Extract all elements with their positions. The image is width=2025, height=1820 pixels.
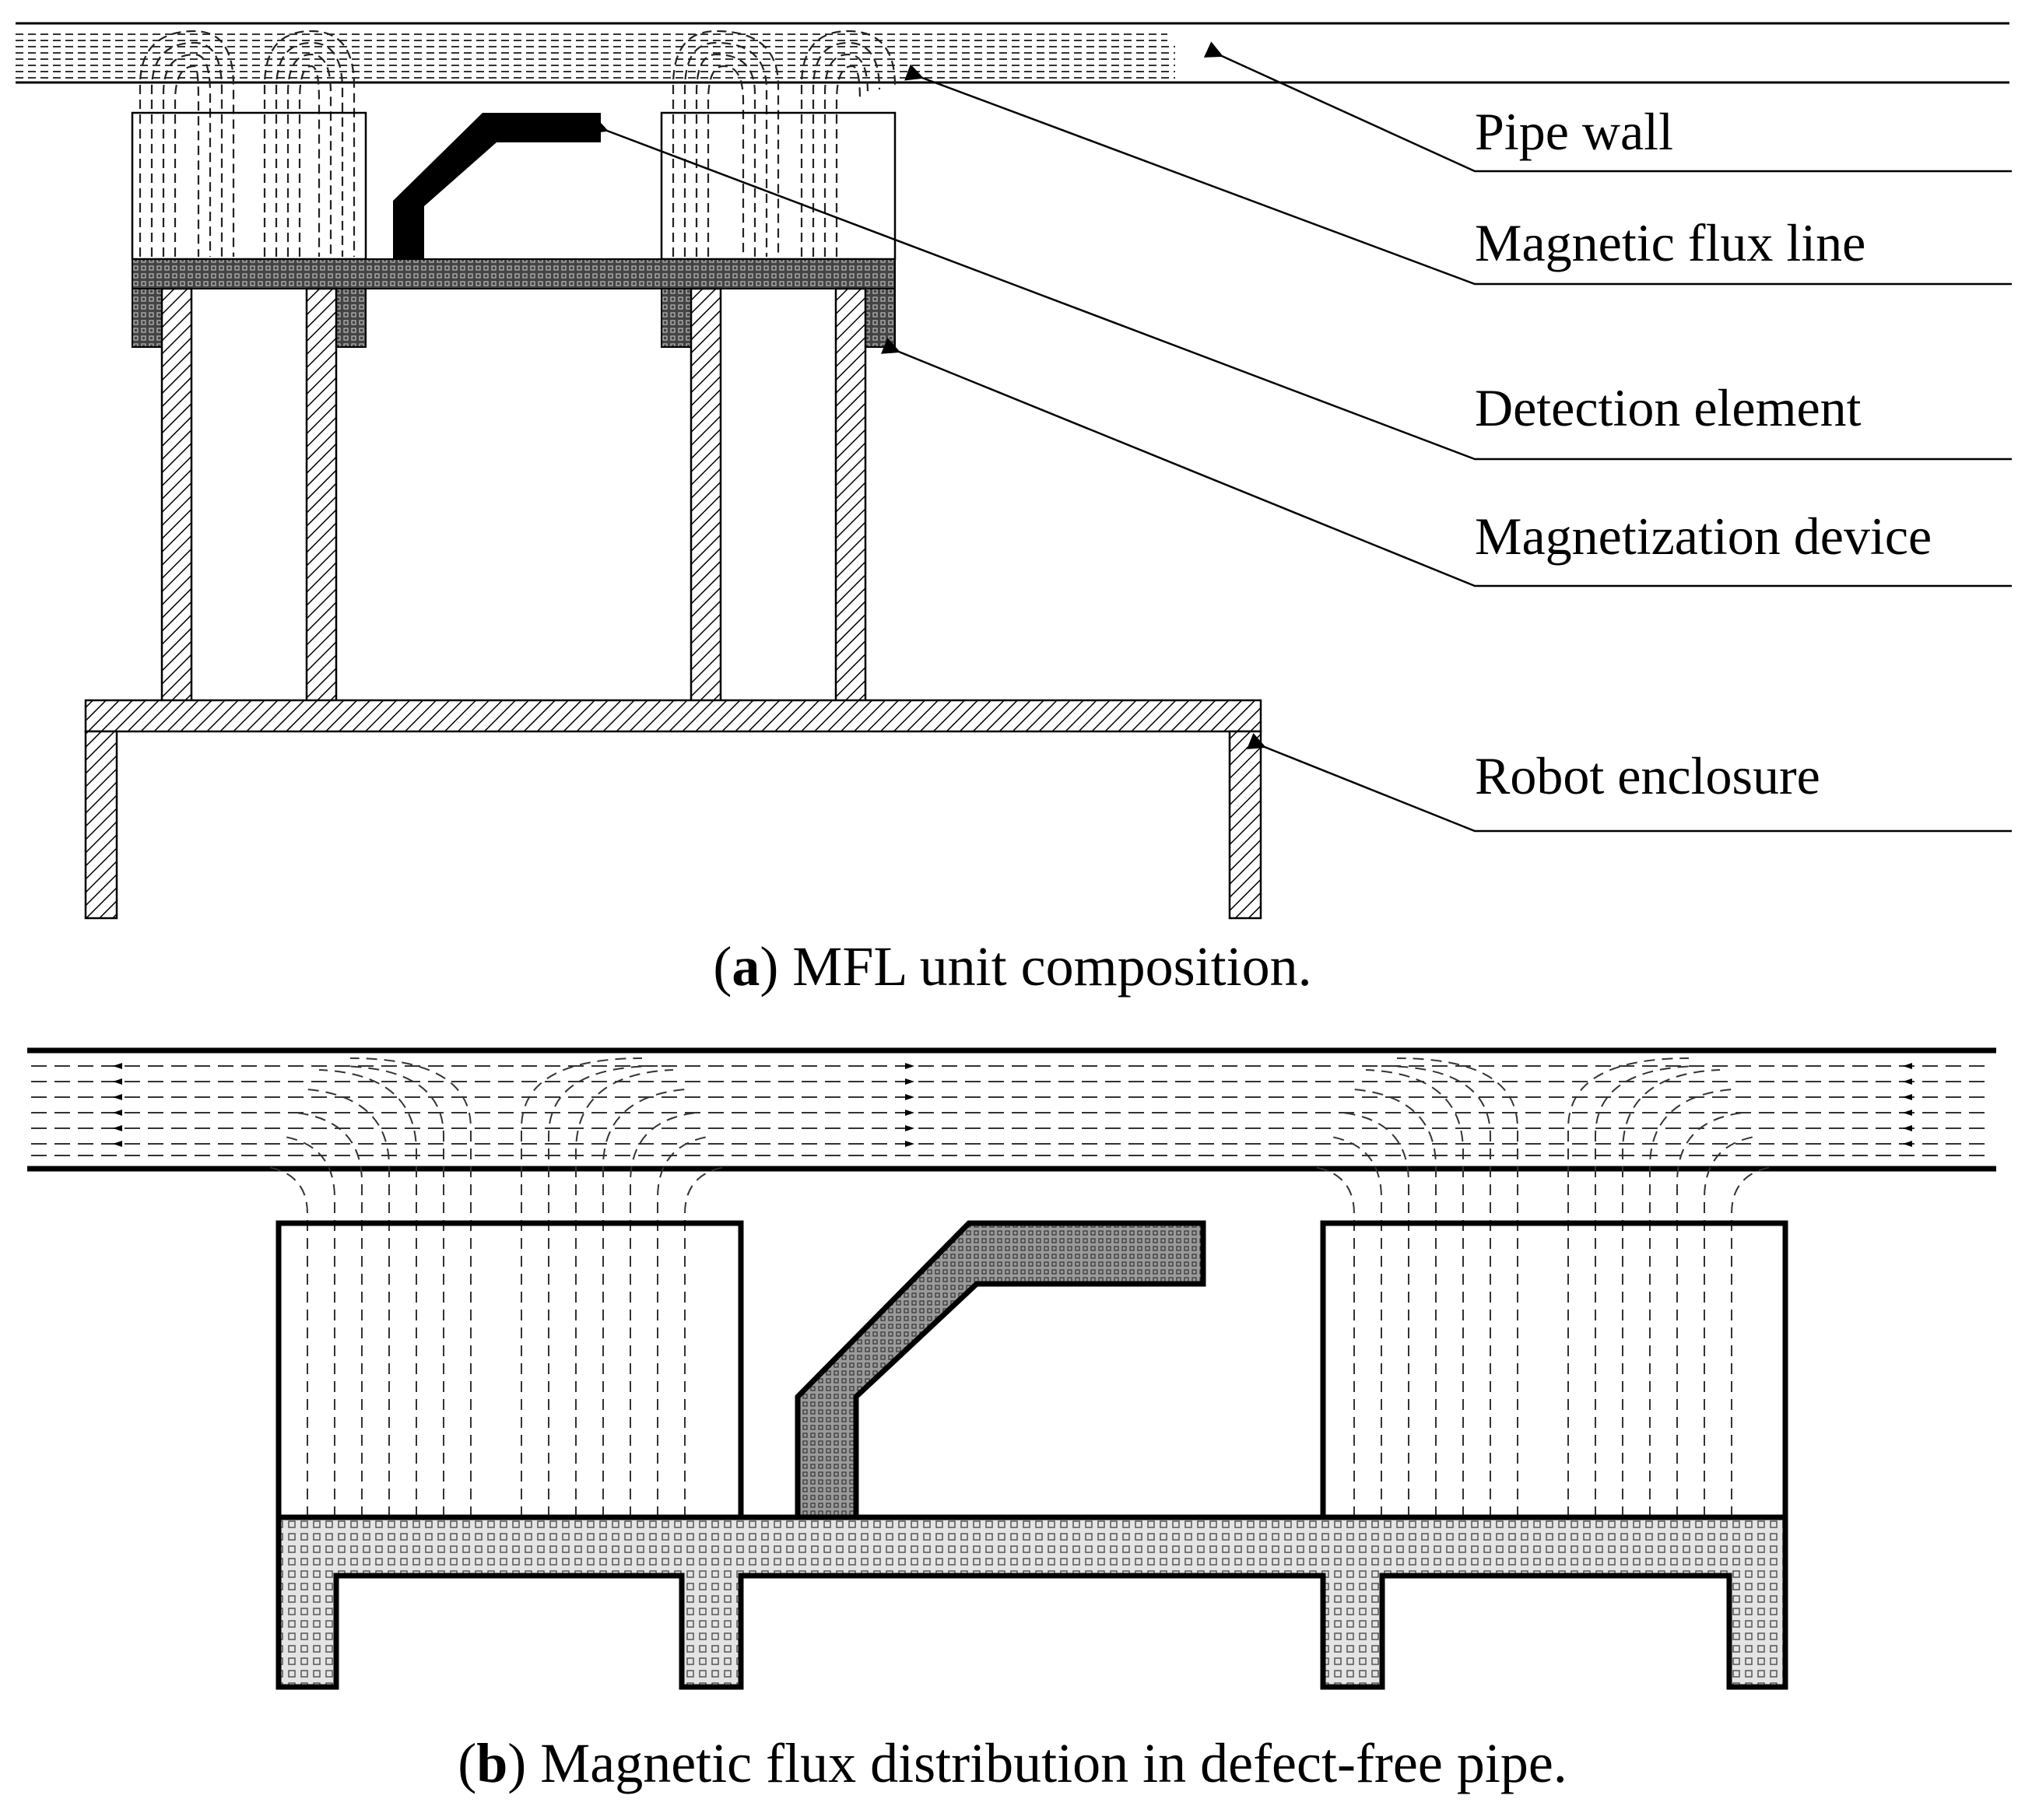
leader-lines-a xyxy=(589,41,2012,833)
label-detection-element: Detection element xyxy=(1475,378,1862,437)
pipe-wall-b xyxy=(27,1047,1996,1172)
magnet-flux-lines-a xyxy=(139,30,897,257)
magnet-flux-lines-b xyxy=(268,1057,1771,1517)
panel-a: Pipe wall Magnetic flux line Detection e… xyxy=(16,22,2012,998)
pipe-flux-lines-a xyxy=(16,33,1175,79)
flux-arrows-b xyxy=(113,1063,1912,1147)
panel-b: (b) Magnetic flux distribution in defect… xyxy=(27,1047,1996,1794)
pipe-flux-lines-b xyxy=(31,1065,1992,1156)
caption-b-text: Magnetic flux distribution in defect-fre… xyxy=(540,1732,1567,1794)
caption-b-letter: b xyxy=(476,1732,507,1794)
yoke-a xyxy=(132,258,896,348)
detection-element-a xyxy=(393,113,601,259)
pipe-wall-a xyxy=(16,22,2009,84)
caption-a: (a) MFL unit composition. xyxy=(713,935,1311,998)
robot-enclosure-a xyxy=(84,287,1262,920)
caption-a-letter: a xyxy=(732,935,760,998)
caption-b: (b) Magnetic flux distribution in defect… xyxy=(458,1732,1567,1794)
labels-a: Pipe wall Magnetic flux line Detection e… xyxy=(1475,102,1932,805)
label-magnetic-flux-line: Magnetic flux line xyxy=(1475,213,1865,272)
label-robot-enclosure: Robot enclosure xyxy=(1475,746,1820,805)
label-magnetization-device: Magnetization device xyxy=(1475,507,1932,566)
caption-a-text: MFL unit composition. xyxy=(792,935,1311,998)
detection-element-b xyxy=(795,1220,1206,1520)
label-pipe-wall: Pipe wall xyxy=(1475,102,1673,161)
yoke-b xyxy=(275,1514,1788,1690)
